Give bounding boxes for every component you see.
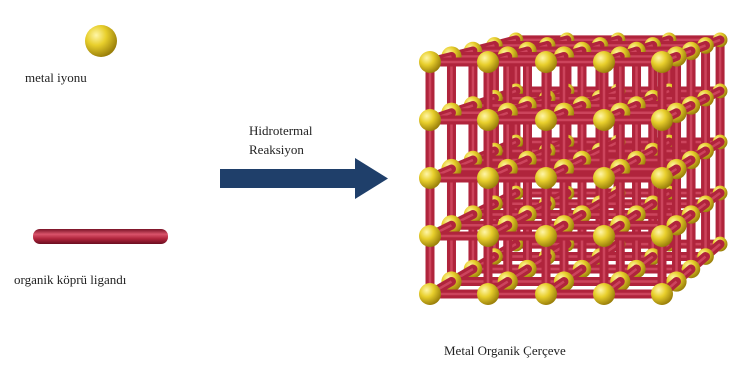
mof-framework <box>419 32 728 305</box>
metal-node <box>651 283 673 305</box>
metal-node <box>419 283 441 305</box>
metal-node <box>593 225 615 247</box>
metal-node <box>477 225 499 247</box>
metal-node <box>593 167 615 189</box>
metal-node <box>419 51 441 73</box>
reaction-label: Hidrotermal Reaksiyon <box>249 122 313 160</box>
metal-node <box>535 167 557 189</box>
reaction-label-line1: Hidrotermal <box>249 123 313 138</box>
metal-node <box>477 167 499 189</box>
metal-node <box>651 109 673 131</box>
metal-node <box>477 51 499 73</box>
metal-node <box>651 51 673 73</box>
metal-node <box>593 109 615 131</box>
metal-ion-label: metal iyonu <box>25 70 87 85</box>
metal-node <box>593 283 615 305</box>
ligand-rod-icon <box>33 229 168 244</box>
metal-node <box>593 51 615 73</box>
metal-node <box>419 225 441 247</box>
metal-node <box>651 167 673 189</box>
metal-node <box>535 225 557 247</box>
metal-node <box>535 51 557 73</box>
metal-node <box>535 283 557 305</box>
ligand-label: organik köprü ligandı <box>14 272 127 287</box>
metal-node <box>477 283 499 305</box>
metal-node <box>651 225 673 247</box>
framework-label: Metal Organik Çerçeve <box>444 343 566 358</box>
metal-node <box>419 167 441 189</box>
metal-node <box>419 109 441 131</box>
reaction-arrow <box>220 158 388 199</box>
metal-node <box>535 109 557 131</box>
metal-ion-icon <box>85 25 117 57</box>
metal-node <box>477 109 499 131</box>
reaction-label-line2: Reaksiyon <box>249 141 304 157</box>
